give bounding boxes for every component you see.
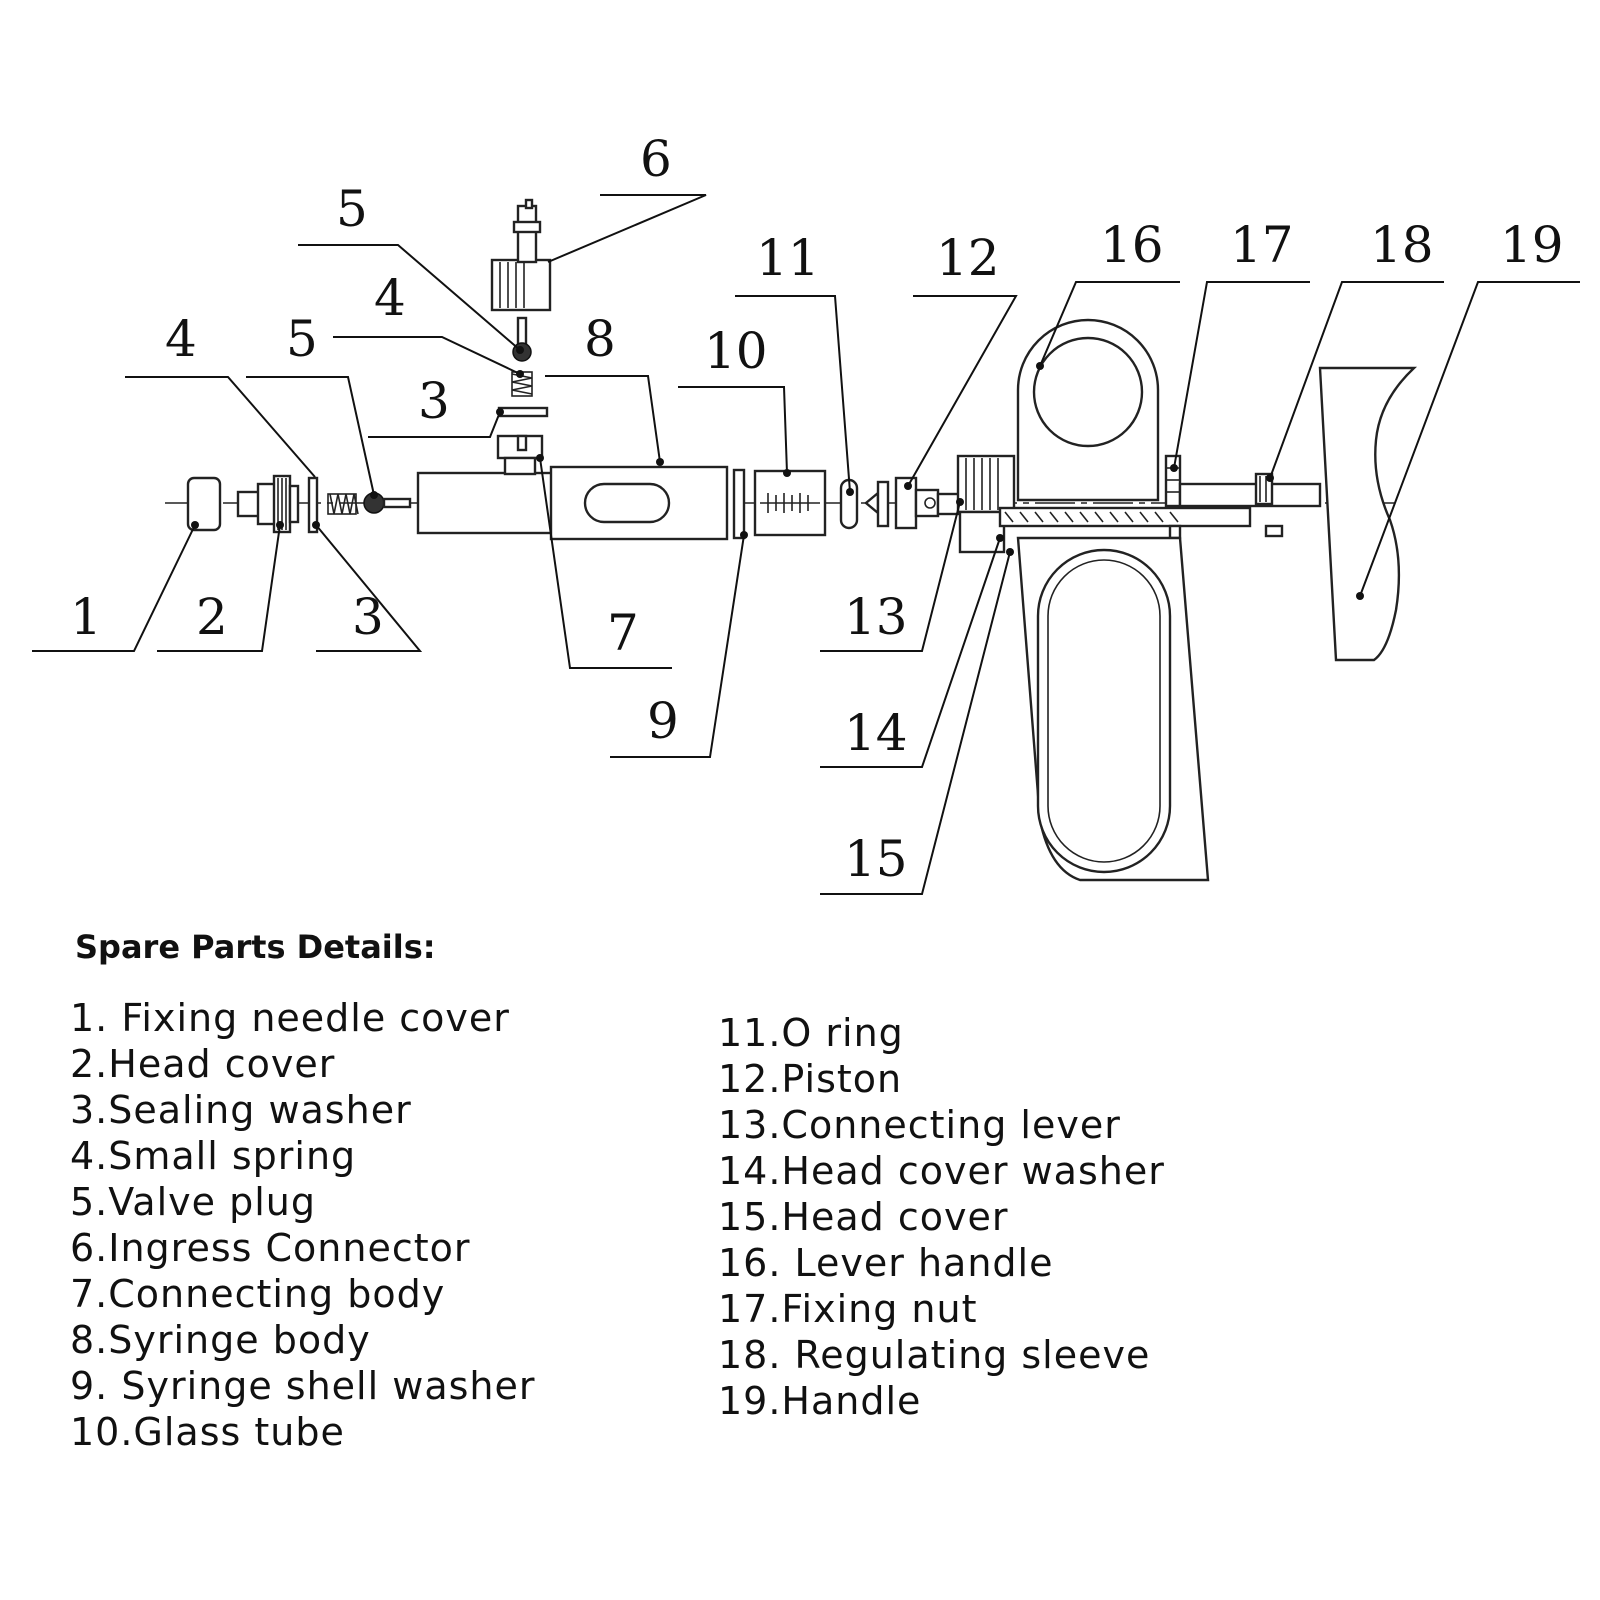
- callout-6: 6: [640, 130, 672, 188]
- spare-parts-list-right: 11.O ring 12.Piston 13.Connecting lever …: [718, 1010, 1165, 1424]
- callout-3-top: 3: [418, 372, 450, 430]
- leader-dots: [191, 346, 1364, 600]
- spare-part-item: 9. Syringe shell washer: [70, 1364, 536, 1408]
- callout-9: 9: [647, 692, 679, 750]
- spare-part-item: 13.Connecting lever: [718, 1103, 1121, 1147]
- spare-parts-heading: Spare Parts Details:: [75, 928, 436, 966]
- part-13-connecting-lever: [936, 454, 1016, 516]
- spare-part-item: 1. Fixing needle cover: [70, 996, 510, 1040]
- callout-4-top: 4: [374, 269, 406, 327]
- spare-part-item: 2.Head cover: [70, 1042, 336, 1086]
- part-6-ingress-connector: [490, 198, 552, 312]
- exploded-syringe-diagram: 1 2 3 4 5 3 4 5 6 8 7 9 10 11 12 13 14 1…: [32, 130, 1580, 895]
- spare-part-item: 10.Glass tube: [70, 1410, 345, 1454]
- spare-part-item: 5.Valve plug: [70, 1180, 316, 1224]
- callout-1: 1: [70, 588, 102, 646]
- part-12-piston: [864, 476, 940, 530]
- part-9-syringe-shell-washer: [732, 468, 746, 540]
- spare-parts-list-left: 1. Fixing needle cover 2.Head cover 3.Se…: [70, 995, 536, 1455]
- part-18-regulating-sleeve: [1178, 472, 1322, 538]
- spare-part-item: 14.Head cover washer: [718, 1149, 1165, 1193]
- callout-15: 15: [844, 830, 908, 888]
- callout-7: 7: [607, 604, 639, 662]
- callout-12: 12: [936, 229, 1000, 287]
- callout-19: 19: [1500, 216, 1564, 274]
- callout-17: 17: [1230, 216, 1294, 274]
- spare-part-item: 19.Handle: [718, 1379, 922, 1423]
- callout-10: 10: [704, 322, 768, 380]
- part-4-small-spring-left: [327, 493, 359, 515]
- leader-lines: [32, 194, 1580, 895]
- callout-13: 13: [844, 588, 908, 646]
- callout-14: 14: [844, 704, 908, 762]
- callout-2: 2: [196, 588, 228, 646]
- part-1-fixing-needle-cover: [186, 476, 222, 532]
- part-10-glass-tube: [753, 469, 827, 537]
- spare-part-item: 16. Lever handle: [718, 1241, 1054, 1285]
- spare-part-item: 6.Ingress Connector: [70, 1226, 471, 1270]
- part-3-sealing-washer-top: [497, 406, 549, 418]
- part-5-valve-plug-top: [512, 316, 532, 362]
- part-8-syringe-body: [416, 465, 729, 541]
- spare-part-item: 12.Piston: [718, 1057, 903, 1101]
- part-3-sealing-washer-left: [307, 476, 319, 534]
- callout-8: 8: [584, 310, 616, 368]
- spare-part-item: 15.Head cover: [718, 1195, 1009, 1239]
- callout-4-left: 4: [165, 310, 197, 368]
- part-17-fixing-nut: [1164, 454, 1182, 508]
- callout-5-top: 5: [336, 180, 368, 238]
- spare-part-item: 3.Sealing washer: [70, 1088, 412, 1132]
- part-19-handle: [1318, 366, 1418, 662]
- spare-part-item: 8.Syringe body: [70, 1318, 371, 1362]
- part-16-lever-handle: [1016, 318, 1210, 882]
- spare-part-item: 17.Fixing nut: [718, 1287, 978, 1331]
- part-5-valve-plug-left: [363, 492, 412, 514]
- callout-16: 16: [1100, 216, 1164, 274]
- callout-18: 18: [1370, 216, 1434, 274]
- callout-5-left: 5: [286, 310, 318, 368]
- part-7-connecting-body: [496, 434, 544, 476]
- spare-part-item: 18. Regulating sleeve: [718, 1333, 1151, 1377]
- part-15-head-cover: [958, 506, 1252, 554]
- part-2-head-cover: [236, 474, 300, 534]
- spare-part-item: 4.Small spring: [70, 1134, 357, 1178]
- callout-3-bottom: 3: [352, 588, 384, 646]
- spare-part-item: 7.Connecting body: [70, 1272, 446, 1316]
- spare-part-item: 11.O ring: [718, 1011, 904, 1055]
- callout-11: 11: [756, 229, 820, 287]
